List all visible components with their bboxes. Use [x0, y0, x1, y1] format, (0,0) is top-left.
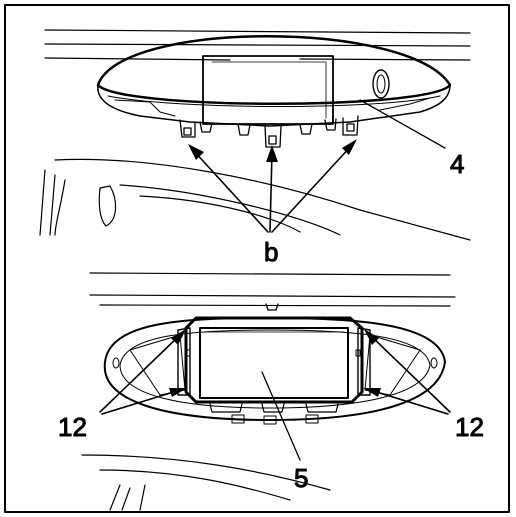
display-unit-part-5 — [177, 316, 371, 425]
bottom-panel — [81, 272, 456, 511]
display-bezel-part-4 — [96, 35, 452, 148]
dashboard-lines — [44, 29, 471, 61]
dashboard-contours-bottom — [81, 454, 331, 511]
callout-5: 5 — [294, 463, 308, 493]
callout-12-left: 12 — [58, 412, 87, 442]
oval-button — [372, 69, 390, 99]
callout-4: 4 — [450, 149, 464, 179]
dashboard-contours — [39, 158, 471, 241]
leader-4 — [359, 99, 446, 149]
callout-b: b — [264, 237, 278, 267]
mounting-tabs — [179, 115, 359, 148]
callout-12-right: 12 — [455, 412, 484, 442]
outer-border — [4, 4, 510, 513]
screen-top — [202, 55, 334, 125]
arrows-12-right — [363, 329, 451, 415]
display-housing — [103, 317, 446, 421]
arrows-12-left — [99, 329, 187, 415]
dashboard-lines-bottom — [89, 272, 456, 307]
top-panel — [39, 29, 471, 241]
leader-5 — [261, 371, 301, 461]
screen-bottom — [199, 327, 349, 399]
top-clip — [265, 303, 279, 311]
